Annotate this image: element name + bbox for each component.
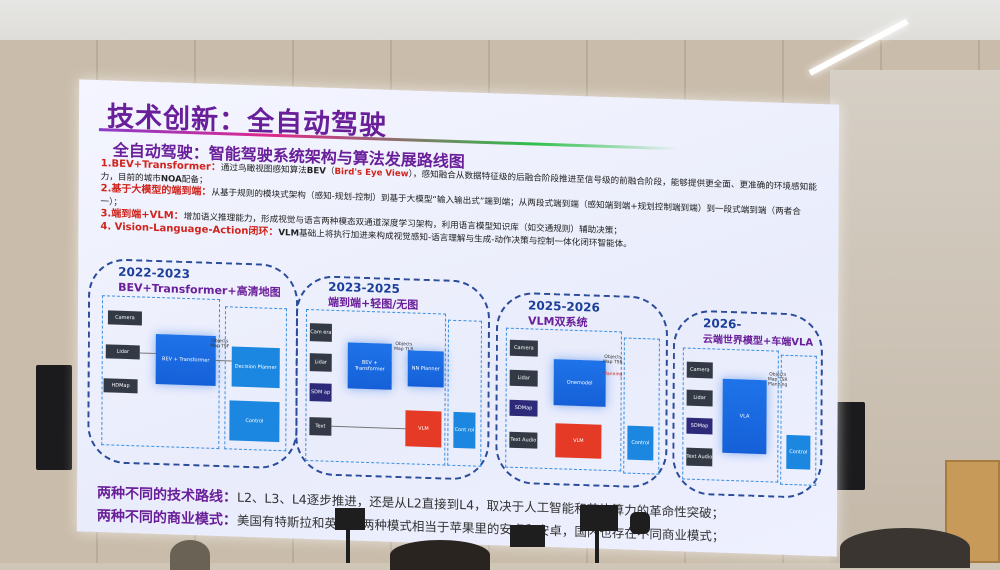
bullet-bold: NOA bbox=[160, 173, 182, 185]
sdmap-block: SDMap bbox=[509, 399, 538, 417]
camera-block: Camera bbox=[509, 339, 538, 357]
sdmap-block: SDM ap bbox=[309, 383, 332, 402]
output-label: Objects Map TSF bbox=[210, 338, 230, 350]
hdmap-block: HDMap bbox=[103, 378, 138, 394]
bev-transformer-block: BEV + Transformer bbox=[155, 333, 216, 386]
bottom-heading: 两种不同的商业模式： bbox=[96, 508, 237, 529]
onemodel-block: Onemodel bbox=[553, 359, 606, 407]
planning-label: Planning bbox=[603, 371, 623, 378]
roadmap-panel-2023: 2023-2025 端到端+轻图/无图 Cam era Lidar SDM ap… bbox=[295, 274, 491, 482]
audience-head bbox=[390, 540, 490, 570]
nn-planner-block: NN Planner bbox=[407, 350, 444, 388]
camera-block: Camera bbox=[107, 310, 142, 326]
text-block: Text bbox=[309, 417, 332, 436]
lidar-block: Lidar bbox=[509, 369, 538, 387]
bullet-bold: BEV bbox=[306, 165, 326, 177]
camera-block: Camera bbox=[686, 361, 713, 379]
bullet-text: 配备； bbox=[181, 174, 208, 186]
camera-block: Cam era bbox=[309, 323, 332, 342]
vlm-block: VLM bbox=[405, 410, 442, 448]
video-camera bbox=[510, 525, 545, 547]
output-label: Objects Map TSR Planning bbox=[767, 372, 788, 388]
video-camera bbox=[580, 505, 618, 531]
bullet-label: 2.基于大模型的端到端： bbox=[100, 183, 212, 198]
decision-planner-block: Decision Planner bbox=[231, 346, 280, 389]
control-block: Control bbox=[229, 400, 280, 443]
control-block: Control bbox=[786, 434, 811, 470]
speaker-right bbox=[833, 402, 865, 490]
text-audio-block: Text Audio bbox=[509, 431, 538, 449]
presentation-slide: 技术创新：全自动驾驶 全自动驾驶：智能驾驶系统架构与算法发展路线图 1.BEV+… bbox=[76, 79, 840, 557]
bottom-heading: 两种不同的技术路线： bbox=[96, 485, 238, 506]
tripod bbox=[346, 528, 350, 563]
control-block: Cont rol bbox=[453, 411, 476, 449]
tripod bbox=[595, 530, 599, 563]
audience-head bbox=[170, 540, 210, 570]
bullet-label: 3.端到端+VLM： bbox=[100, 208, 184, 222]
video-camera bbox=[335, 508, 365, 530]
output-label: Objects Map TSR bbox=[602, 354, 623, 366]
audience-head bbox=[840, 528, 970, 568]
bullet-list: 1.BEV+Transformer：通过鸟瞰视图感知算法BEV（Bird's E… bbox=[100, 158, 820, 257]
vla-block: VLA bbox=[722, 378, 767, 455]
panel-years: 2026- bbox=[702, 316, 742, 332]
bev-transformer-block: BEV + Transformer bbox=[347, 342, 392, 390]
text-audio-block: Text Audio bbox=[686, 447, 713, 467]
speaker-left bbox=[36, 365, 72, 470]
lidar-block: Lidar bbox=[686, 389, 713, 407]
roadmap-panel-2022: 2022-2023 BEV+Transformer+高清地图 Camera Li… bbox=[87, 257, 299, 470]
roadmap-panel-2026: 2026- 云端世界模型+车端VLA Camera Lidar SDMap Te… bbox=[672, 309, 824, 500]
control-block: Control bbox=[627, 425, 654, 461]
video-camera bbox=[630, 512, 650, 534]
bullet-text: （ bbox=[325, 166, 335, 177]
bullet-highlight: Bird's Eye View bbox=[334, 166, 409, 180]
roadmap-panel-2025: 2025-2026 VLM双系统 Camera Lidar SDMap Text… bbox=[495, 291, 669, 489]
lidar-block: Lidar bbox=[105, 344, 140, 360]
lidar-block: Lidar bbox=[309, 353, 332, 372]
panel-name: VLM双系统 bbox=[527, 314, 588, 330]
bullet-bold: VLM bbox=[278, 227, 300, 239]
bullet-text: 通过鸟瞰视图感知算法 bbox=[220, 163, 307, 176]
vlm-block: VLM bbox=[555, 423, 602, 459]
panel-name: 云端世界模型+车端VLA bbox=[702, 334, 814, 349]
sdmap-block: SDMap bbox=[686, 417, 713, 435]
